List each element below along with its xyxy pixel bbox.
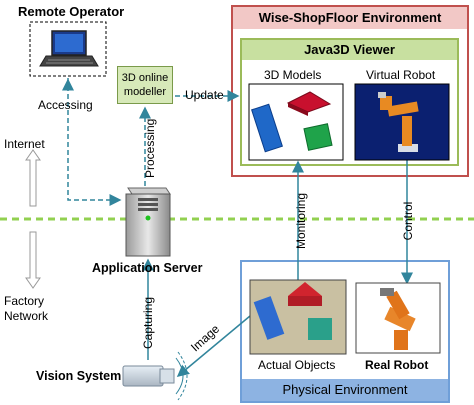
wise-shopfloor-title: Wise-ShopFloor Environment [233,7,467,29]
image-arrow [176,315,251,377]
factory-network-arrow [25,231,41,289]
virtual-robot-image [354,83,450,161]
actual-objects-photo [249,279,347,355]
models-3d-title: 3D Models [264,68,322,82]
monitoring-label: Monitoring [294,192,308,249]
vision-system-label: Vision System [36,369,122,383]
real-robot-label: Real Robot [365,358,429,372]
actual-objects-label: Actual Objects [258,358,336,372]
accessing-label: Accessing [38,98,93,112]
update-label: Update [185,88,224,102]
processing-label: Processing [143,118,157,178]
accessing-arrow [67,78,122,206]
application-server-label: Application Server [92,261,203,275]
camera-icon [122,351,188,401]
server-icon [125,187,171,257]
laptop-icon [39,30,99,67]
internet-arrow [25,149,41,207]
real-robot-photo [355,282,441,354]
virtual-robot-title: Virtual Robot [366,68,436,82]
java3d-viewer-title: Java3D Viewer [242,40,457,60]
control-label: Control [401,201,415,241]
remote-operator-title: Remote Operator [18,4,125,19]
physical-environment-title: Physical Environment [242,379,448,401]
internet-label: Internet [4,137,45,151]
factory-network-label: Factory Network [4,294,49,323]
online-modeller-box: 3D online modeller [117,66,173,104]
capturing-label: Capturing [141,296,155,349]
models-3d-image [248,83,344,161]
